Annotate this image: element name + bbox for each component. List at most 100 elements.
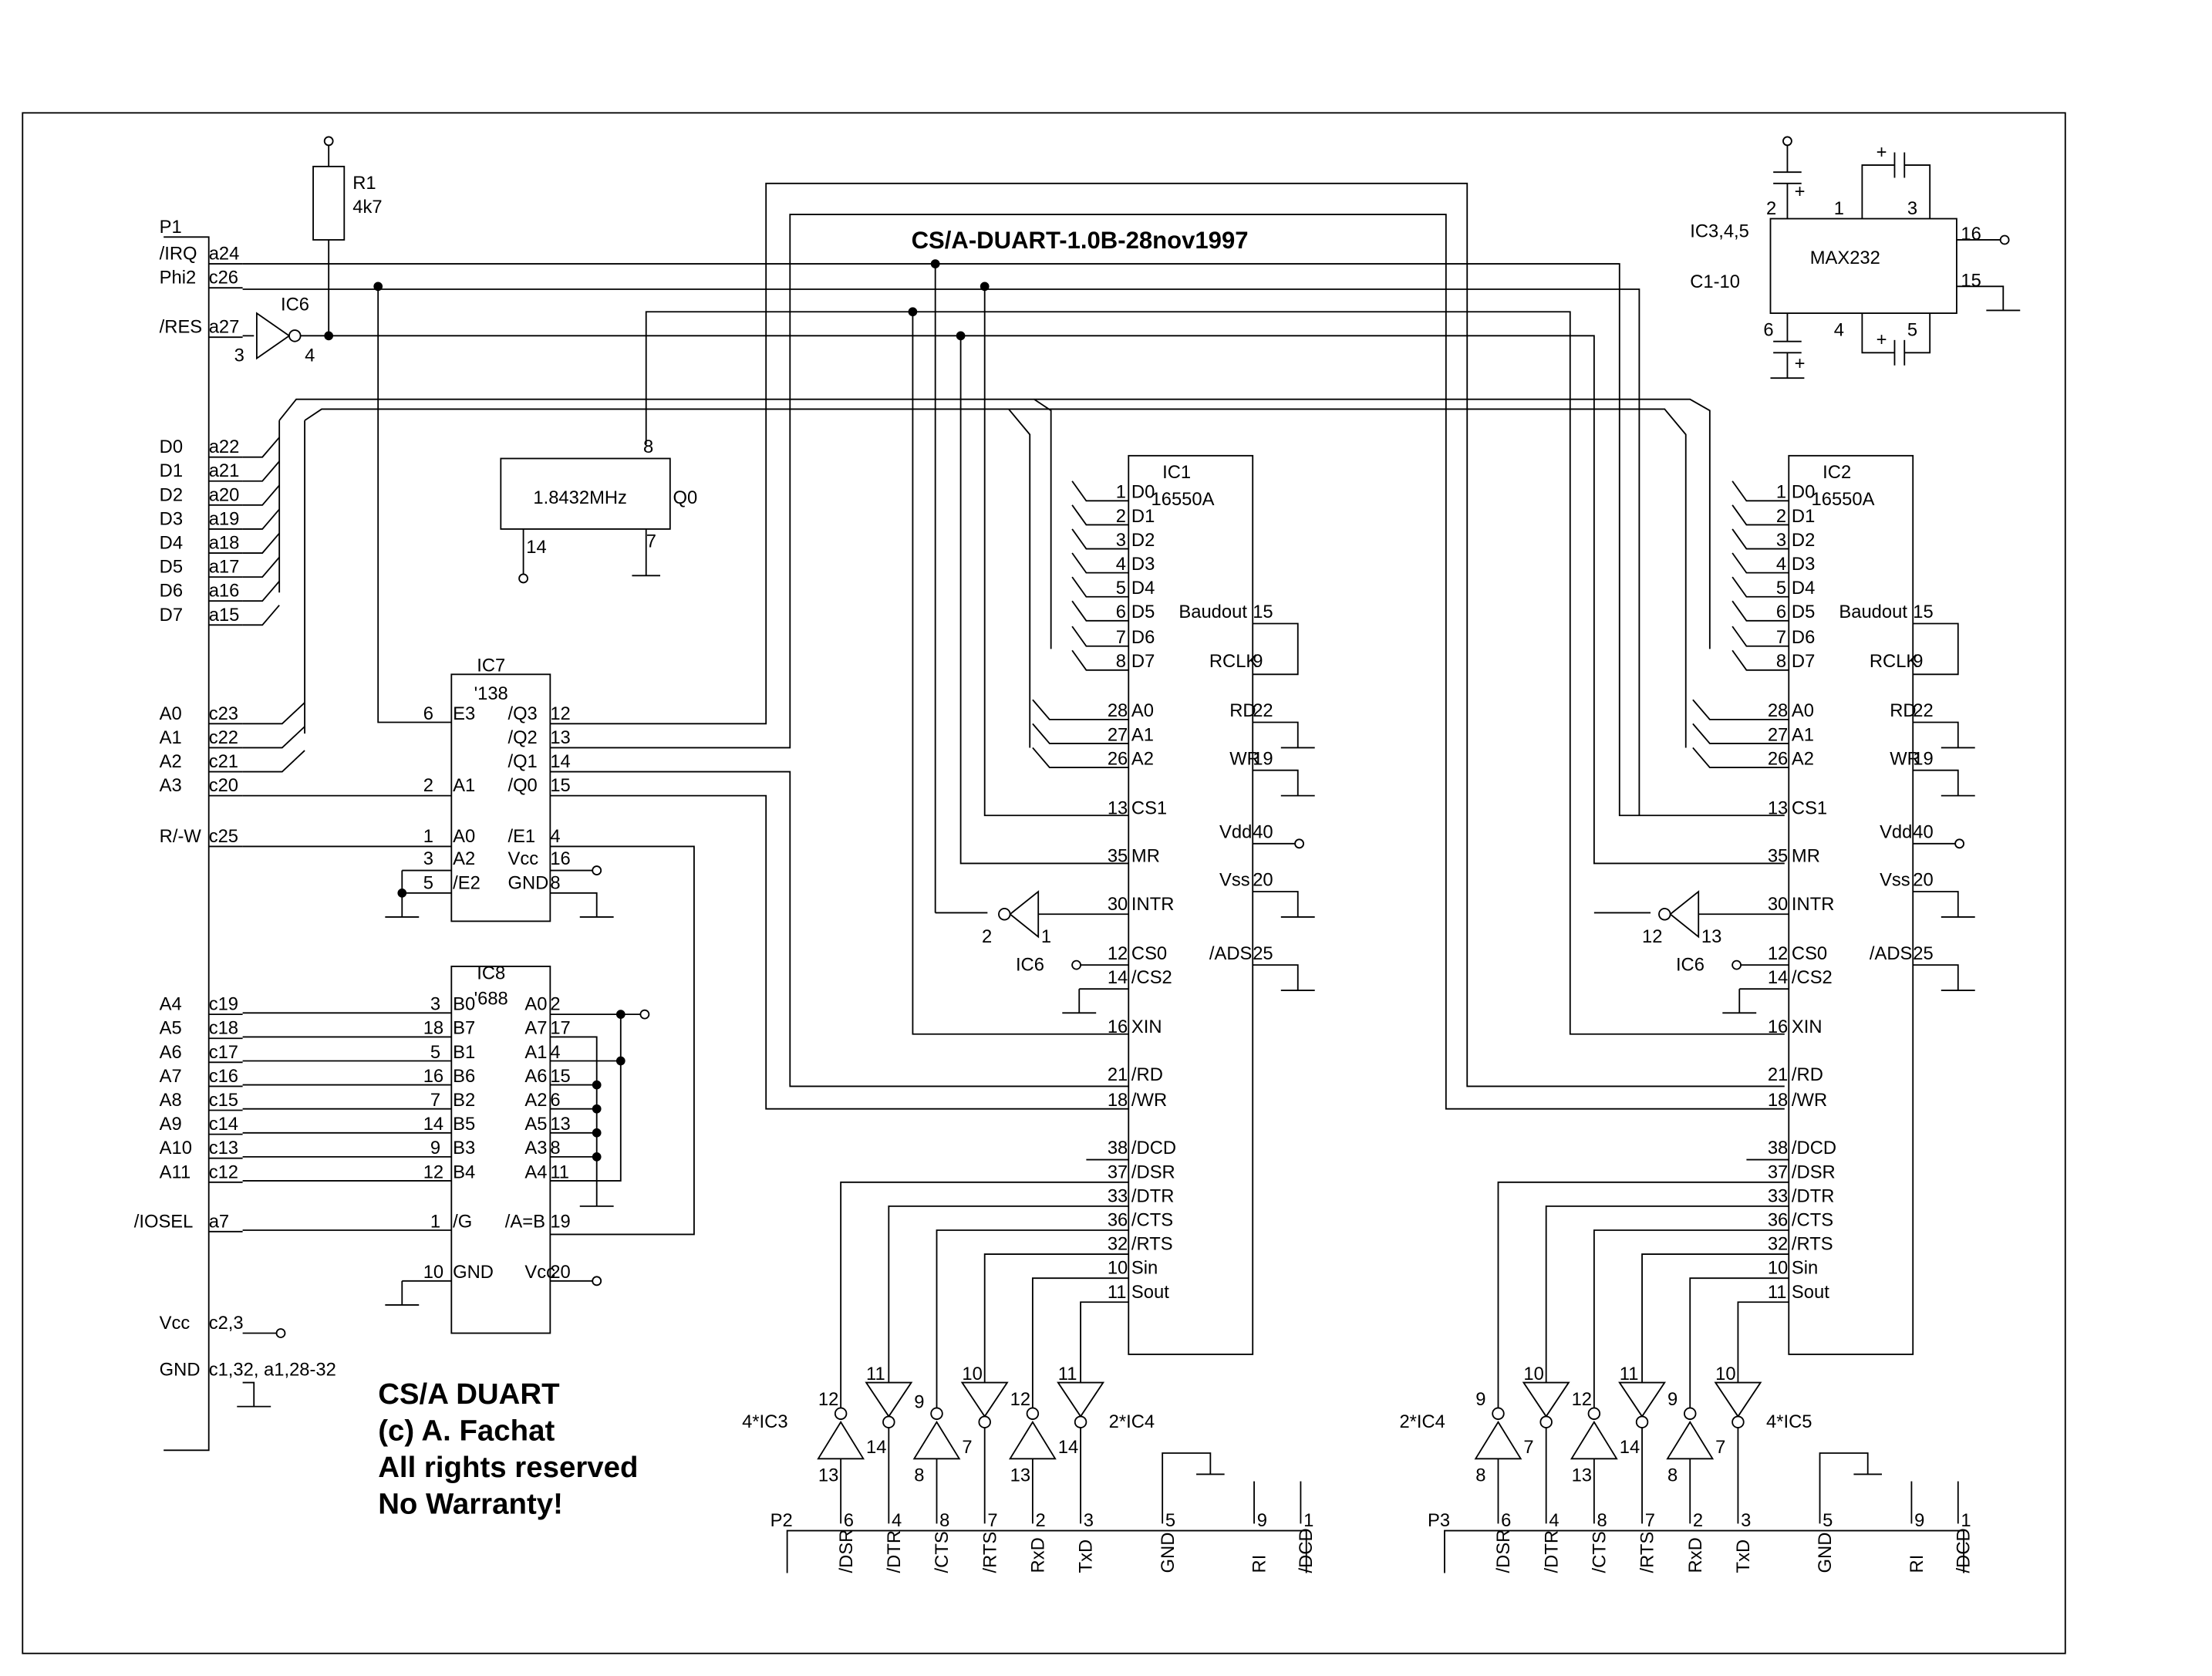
pin-number: 4 — [1116, 554, 1126, 575]
pin-name: MR — [1131, 846, 1160, 867]
bus-entry — [1071, 481, 1129, 502]
bus-entry — [1071, 552, 1129, 574]
uart-name: IC2 — [1823, 462, 1851, 483]
bus-entry — [1731, 552, 1789, 574]
bus-entry — [242, 508, 280, 530]
pin-number: 7 — [1776, 627, 1786, 648]
pin-name: A5 — [524, 1114, 547, 1135]
phi2-drop — [983, 286, 1129, 817]
pin-number: 6 — [1776, 602, 1786, 622]
pin-number: 14 — [1620, 1437, 1640, 1458]
connector-label: P2 — [770, 1510, 793, 1531]
pin-number: 12 — [1642, 926, 1662, 947]
pin-name: A0 — [453, 826, 475, 847]
p1-signal-name: Phi2 — [160, 268, 197, 288]
connector-pin-number: 6 — [1501, 1510, 1511, 1531]
connector-pin-number: 7 — [987, 1510, 997, 1531]
pin-name: RD — [1229, 700, 1256, 721]
p1-pin-label: c19 — [209, 994, 238, 1015]
gnd-net — [242, 1381, 255, 1407]
pin-name: GND — [453, 1262, 494, 1283]
pin-number: 5 — [1116, 578, 1126, 599]
data-bus-2 — [1034, 398, 1711, 649]
pin-number: 15 — [550, 1066, 570, 1087]
driver-up-icon — [1666, 1420, 1715, 1460]
pin-number: 5 — [430, 1042, 440, 1063]
driver-bubble — [1635, 1415, 1649, 1428]
p1-signal-name: D2 — [160, 484, 183, 505]
p1-signal-name: Vcc — [160, 1313, 191, 1334]
pin-name: /CS2 — [1131, 967, 1172, 988]
p1-label: P1 — [160, 217, 182, 238]
pin-name: CS0 — [1792, 943, 1827, 964]
pin-number: 5 — [423, 872, 433, 893]
wire — [1497, 1181, 1789, 1408]
driver-bubble — [930, 1407, 943, 1420]
inverter-icon — [1669, 890, 1700, 939]
wire — [1737, 1301, 1789, 1383]
p1-pin-label: a19 — [209, 508, 240, 529]
pin-number: 4 — [1834, 319, 1844, 340]
q1-net — [550, 771, 1129, 1088]
p1-pin-label: c21 — [209, 751, 238, 772]
pin-number: 9 — [1253, 651, 1263, 672]
baud-loop — [1253, 622, 1299, 676]
bus-entry — [1071, 626, 1129, 647]
wire — [1031, 1277, 1129, 1408]
clk-drop — [912, 312, 1129, 1035]
addr-bus-2 — [1008, 408, 1687, 748]
pin-name: RCLK — [1870, 651, 1919, 672]
driver-up-icon — [912, 1420, 961, 1460]
pin-name: A0 — [1131, 700, 1154, 721]
connector-pin-number: 8 — [939, 1510, 949, 1531]
plus-sign: + — [1876, 142, 1887, 163]
pin-name: /WR — [1131, 1090, 1167, 1111]
bus-entry — [242, 750, 305, 773]
driver-bubble — [1074, 1415, 1087, 1428]
driver-up-icon — [1570, 1420, 1618, 1460]
junction-dot — [615, 1056, 625, 1066]
pin-number: 4 — [305, 345, 315, 366]
p1-signal-name: D4 — [160, 533, 183, 554]
driver-bubble — [1731, 1415, 1745, 1428]
pin-number: 3 — [423, 848, 433, 869]
pin-name: /CS2 — [1792, 967, 1833, 988]
p1-pin-label: c26 — [209, 268, 238, 288]
pin-name: Vdd — [1219, 822, 1252, 843]
pin-name: /DSR — [1792, 1162, 1836, 1182]
wire — [1253, 964, 1299, 991]
pin-number: 6 — [1763, 319, 1773, 340]
pin-name: D3 — [1131, 554, 1155, 575]
pin-number: 8 — [1776, 651, 1786, 672]
pin-number: 1 — [1776, 482, 1786, 503]
bus-entry — [1731, 600, 1789, 622]
pin-number: 3 — [430, 994, 440, 1015]
pin-number: 7 — [962, 1437, 972, 1458]
bus-entry — [1731, 504, 1789, 526]
bus-entry — [1731, 481, 1789, 502]
pin-name: /ADS — [1209, 943, 1252, 964]
ic7-name: IC7 — [477, 656, 505, 676]
pin-number: 17 — [550, 1018, 570, 1039]
driver-down-icon — [1057, 1381, 1105, 1418]
vcc-terminal-icon — [1294, 838, 1304, 849]
bus-entry — [1071, 528, 1129, 550]
pin-name: RCLK — [1209, 651, 1259, 672]
pin-name: /Q3 — [507, 703, 537, 724]
connector-pin-number: 6 — [844, 1510, 854, 1531]
pin-name: D0 — [1131, 482, 1155, 503]
connector-pin-number: 7 — [1645, 1510, 1655, 1531]
connector-outline — [786, 1529, 1307, 1573]
pin-number: 26 — [1768, 748, 1788, 769]
driver-bubble — [1684, 1407, 1697, 1420]
inverter-bubble — [998, 908, 1011, 921]
bus-entry — [1731, 528, 1789, 550]
pin-name: CS0 — [1131, 943, 1167, 964]
pin-name: Vcc — [507, 848, 538, 869]
pin-number: 13 — [550, 1114, 570, 1135]
connector-pin-number: 3 — [1741, 1510, 1751, 1531]
